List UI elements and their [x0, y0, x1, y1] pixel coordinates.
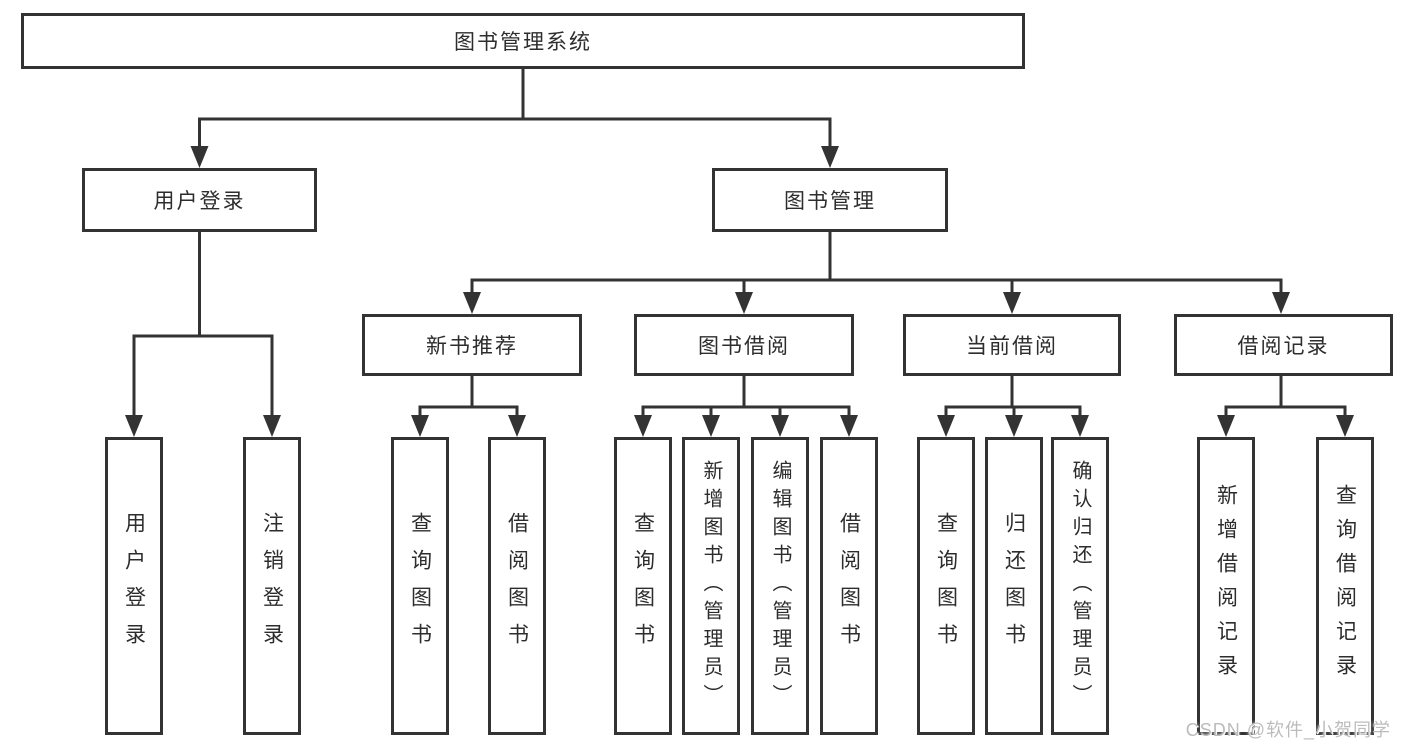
connector-newbook-split	[411, 376, 526, 437]
leaf-query-book-1: 查询图书	[391, 437, 449, 735]
leaf-return-book: 归还图书	[985, 437, 1043, 735]
leaf-add-book-admin: 新增图书（管理员）	[682, 437, 740, 735]
node-book-borrow-label: 图书借阅	[698, 335, 790, 358]
leaf-return-book-label: 归还图书	[1002, 512, 1026, 660]
leaf-add-borrow-record-label: 新增借阅记录	[1214, 484, 1238, 688]
leaf-query-borrow-record: 查询借阅记录	[1316, 437, 1374, 735]
connector-mgmt-split	[463, 232, 1290, 314]
connector-login-split	[125, 232, 281, 437]
leaf-edit-book-admin-label: 编辑图书（管理员）	[769, 460, 791, 712]
leaf-query-book-2-label: 查询图书	[631, 512, 655, 660]
node-current-borrow-label: 当前借阅	[966, 335, 1058, 358]
connector-root-split	[190, 69, 839, 168]
node-root-label: 图书管理系统	[454, 31, 592, 54]
connector-borrow-split	[634, 376, 858, 437]
leaf-logout: 注销登录	[243, 437, 301, 735]
node-new-book-rec-label: 新书推荐	[426, 335, 518, 358]
connector-current-split	[937, 376, 1089, 437]
leaf-query-book-1-label: 查询图书	[408, 512, 432, 660]
leaf-borrow-book-2-label: 借阅图书	[837, 512, 861, 660]
node-book-mgmt-label: 图书管理	[784, 190, 876, 213]
csdn-watermark: CSDN @软件_小贺同学	[1185, 720, 1391, 740]
node-book-mgmt: 图书管理	[712, 168, 948, 232]
node-user-login: 用户登录	[82, 168, 317, 232]
leaf-user-login-label: 用户登录	[122, 512, 146, 660]
node-borrow-records: 借阅记录	[1174, 314, 1393, 376]
node-root: 图书管理系统	[21, 13, 1025, 69]
connector-records-split	[1217, 376, 1354, 437]
leaf-borrow-book-1-label: 借阅图书	[505, 512, 529, 660]
node-book-borrow: 图书借阅	[634, 314, 854, 376]
leaf-query-book-2: 查询图书	[614, 437, 672, 735]
leaf-logout-label: 注销登录	[260, 512, 284, 660]
leaf-confirm-return-admin: 确认归还（管理员）	[1051, 437, 1109, 735]
leaf-confirm-return-admin-label: 确认归还（管理员）	[1069, 460, 1091, 712]
node-current-borrow: 当前借阅	[903, 314, 1121, 376]
leaf-add-book-admin-label: 新增图书（管理员）	[700, 460, 722, 712]
leaf-borrow-book-1: 借阅图书	[488, 437, 546, 735]
leaf-borrow-book-2: 借阅图书	[820, 437, 878, 735]
leaf-query-borrow-record-label: 查询借阅记录	[1333, 484, 1357, 688]
leaf-add-borrow-record: 新增借阅记录	[1197, 437, 1255, 735]
leaf-edit-book-admin: 编辑图书（管理员）	[751, 437, 809, 735]
leaf-query-book-3-label: 查询图书	[934, 512, 958, 660]
leaf-query-book-3: 查询图书	[917, 437, 975, 735]
node-new-book-rec: 新书推荐	[362, 314, 582, 376]
leaf-user-login: 用户登录	[105, 437, 163, 735]
node-borrow-records-label: 借阅记录	[1237, 335, 1330, 358]
node-user-login-label: 用户登录	[153, 190, 246, 213]
